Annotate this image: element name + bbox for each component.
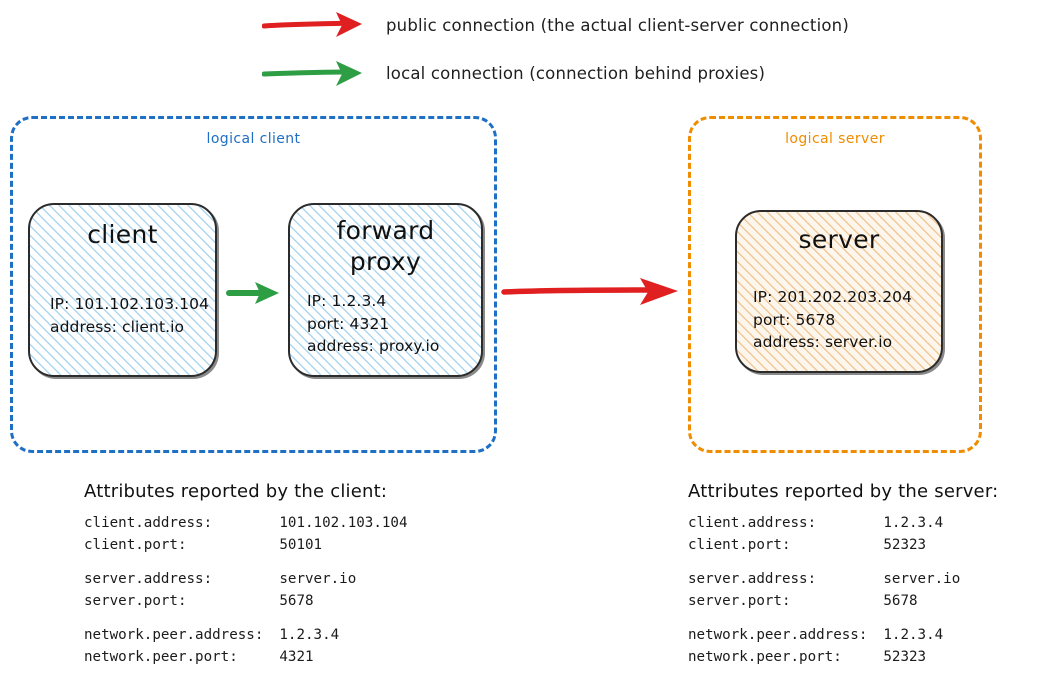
node-server-title: server	[798, 225, 880, 254]
table-row: client.address: 101.102.103.104	[84, 513, 408, 535]
attr-value: 52323	[883, 648, 927, 665]
attr-key: client.port:	[688, 536, 791, 553]
node-client[interactable]: client IP: 101.102.103.104 address: clie…	[28, 203, 217, 377]
proxy-to-server-arrow	[501, 278, 678, 305]
node-server-details: IP: 201.202.203.204 port: 5678 address: …	[753, 286, 912, 354]
node-forward-proxy-title: forward proxy	[290, 216, 481, 277]
node-client-ip: IP: 101.102.103.104	[50, 295, 210, 313]
attr-key: network.peer.address:	[688, 627, 868, 644]
attr-key: network.peer.address:	[84, 627, 264, 644]
attr-value: 1.2.3.4	[883, 627, 944, 644]
logical-server-group: logical server	[688, 116, 982, 453]
table-row: server.port: 5678	[688, 591, 960, 613]
node-forward-proxy-title-line1: forward	[336, 216, 435, 245]
table-row: network.peer.address: 1.2.3.4	[84, 625, 408, 647]
node-forward-proxy-title-line2: proxy	[349, 246, 422, 276]
node-client-title: client	[87, 220, 158, 249]
attr-key: server.address:	[688, 571, 817, 588]
attr-value: 4321	[279, 648, 314, 665]
table-row-spacer	[688, 556, 960, 569]
table-row-spacer	[688, 612, 960, 625]
legend-item-local-connection: local connection (connection behind prox…	[262, 56, 765, 90]
server-attributes-table: client.address: 1.2.3.4 client.port: 523…	[688, 513, 960, 668]
attr-key: client.port:	[84, 536, 187, 553]
attr-key: server.address:	[84, 571, 213, 588]
table-row: server.address: server.io	[84, 569, 408, 591]
table-row: server.port: 5678	[84, 591, 408, 613]
node-forward-proxy-port: port: 4321	[307, 314, 390, 333]
attr-key: client.address:	[688, 515, 817, 531]
attr-key: network.peer.port:	[688, 648, 842, 665]
logical-client-group: logical client	[10, 116, 497, 453]
client-to-proxy-arrow	[226, 282, 279, 304]
table-row: client.port: 52323	[688, 535, 960, 557]
attr-value: 1.2.3.4	[279, 627, 340, 644]
node-forward-proxy-details: IP: 1.2.3.4 port: 4321 address: proxy.io	[307, 290, 439, 358]
client-attributes-panel: Attributes reported by the client: clien…	[84, 481, 408, 668]
legend-label-local-connection: local connection (connection behind prox…	[386, 63, 766, 83]
attr-value: server.io	[279, 571, 357, 588]
attr-value: 101.102.103.104	[279, 515, 408, 531]
table-row: network.peer.port: 52323	[688, 647, 960, 669]
attr-value: 5678	[279, 592, 314, 609]
legend-item-public-connection: public connection (the actual client-ser…	[262, 8, 849, 42]
node-client-details: IP: 101.102.103.104 address: client.io	[50, 293, 209, 338]
client-attributes-heading: Attributes reported by the client:	[84, 481, 388, 502]
attr-key: network.peer.port:	[84, 648, 238, 665]
server-attributes-heading: Attributes reported by the server:	[688, 481, 999, 502]
logical-client-group-label: logical client	[206, 131, 301, 147]
table-row: network.peer.port: 4321	[84, 647, 408, 669]
node-server-address: address: server.io	[753, 333, 893, 352]
legend-label-public-connection: public connection (the actual client-ser…	[386, 15, 849, 35]
table-row-spacer	[84, 612, 408, 625]
table-row: network.peer.address: 1.2.3.4	[688, 625, 960, 647]
attr-key: server.port:	[688, 592, 791, 609]
node-forward-proxy-ip: IP: 1.2.3.4	[307, 292, 387, 310]
client-attributes-table: client.address: 101.102.103.104 client.p…	[84, 513, 408, 668]
attr-value: 5678	[883, 592, 918, 609]
table-row: client.port: 50101	[84, 535, 408, 557]
table-row-spacer	[84, 556, 408, 569]
attr-value: 1.2.3.4	[883, 515, 944, 531]
attr-value: server.io	[883, 571, 961, 588]
red-arrow-icon	[262, 12, 362, 37]
green-arrow-icon	[262, 61, 362, 86]
attr-key: server.port:	[84, 592, 187, 609]
node-client-address: address: client.io	[50, 317, 185, 336]
node-server[interactable]: server IP: 201.202.203.204 port: 5678 ad…	[735, 210, 943, 373]
logical-server-group-label: logical server	[785, 131, 885, 147]
node-forward-proxy-address: address: proxy.io	[307, 337, 440, 356]
attr-value: 50101	[279, 536, 323, 553]
node-server-port: port: 5678	[753, 310, 836, 329]
node-forward-proxy[interactable]: forward proxy IP: 1.2.3.4 port: 4321 add…	[288, 203, 483, 377]
server-attributes-panel: Attributes reported by the server: clien…	[688, 481, 998, 668]
attr-value: 52323	[883, 536, 927, 553]
table-row: server.address: server.io	[688, 569, 960, 591]
attr-key: client.address:	[84, 515, 213, 531]
table-row: client.address: 1.2.3.4	[688, 513, 960, 535]
node-server-ip: IP: 201.202.203.204	[753, 288, 913, 306]
